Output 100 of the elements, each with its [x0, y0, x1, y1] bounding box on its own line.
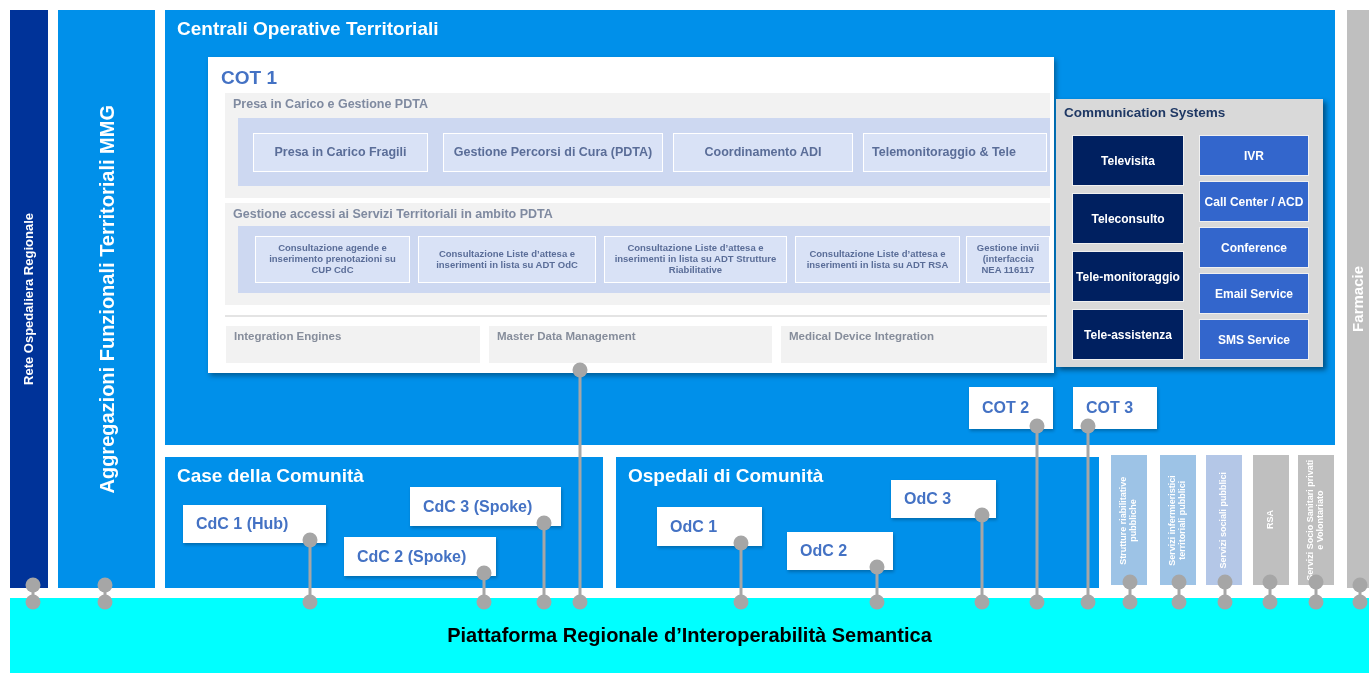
connector-line	[476, 565, 492, 610]
card-title: COT 1	[221, 67, 277, 89]
band-label: Servizi infermieristici territoriali pubblici	[1168, 473, 1188, 568]
function-box	[795, 236, 960, 283]
box-label: Consultazione Liste d’attesa e inserimenti in lista su ADT Strutture Riabilitative	[613, 243, 778, 276]
tile-label: Televisita	[1101, 153, 1155, 168]
facility-label: OdC 2	[800, 542, 848, 560]
connector-line	[536, 515, 552, 610]
platform-label: Piattaforma Regionale d’Interoperabilità Semantica	[447, 624, 932, 647]
box-label: Coordinamento ADI	[704, 145, 822, 160]
service-tile	[1199, 227, 1309, 268]
connector-line	[1308, 574, 1324, 610]
function-box	[604, 236, 787, 283]
connector-line	[97, 577, 113, 610]
connector-line	[1217, 574, 1233, 610]
tile-label: Email Service	[1214, 286, 1294, 301]
connector-line	[1080, 418, 1096, 610]
band-label: Farmacie	[1349, 266, 1367, 332]
facility-box	[657, 507, 762, 546]
box-label: Gestione invii (interfaccia NEA 116117	[975, 243, 1041, 276]
connector-line	[1262, 574, 1278, 610]
facility-box	[787, 532, 893, 570]
facility-box	[891, 480, 996, 518]
tile-label: IVR	[1244, 148, 1264, 163]
tile-label: Tele-assistenza	[1084, 327, 1172, 342]
band-label: Rete Ospedaliera Regionale	[21, 213, 37, 385]
connector-line	[572, 362, 588, 610]
facility-box	[183, 505, 326, 543]
tile-label: Tele-monitoraggio	[1076, 269, 1180, 284]
communication-panel	[1056, 99, 1323, 367]
panel-title: Case della Comunità	[177, 465, 364, 487]
function-box	[255, 236, 410, 283]
connector-line	[1122, 574, 1138, 610]
box-label: Consultazione Liste d’attesa e inserimenti in lista su ADT RSA	[805, 248, 950, 271]
panel-title: Centrali Operative Territoriali	[177, 18, 439, 40]
module-label: Integration Engines	[234, 330, 342, 342]
service-tile	[1072, 309, 1184, 360]
tile-label: Teleconsulto	[1091, 211, 1165, 226]
service-tile	[1072, 193, 1184, 244]
function-box	[966, 236, 1050, 283]
tile-label: Call Center / ACD	[1204, 194, 1304, 209]
function-box	[253, 133, 428, 172]
facility-box	[410, 487, 561, 526]
section-panel	[165, 457, 603, 588]
facility-label: CdC 1 (Hub)	[196, 515, 289, 533]
function-group	[225, 203, 1050, 305]
facility-box	[344, 537, 496, 576]
box-label: Consultazione agende e inserimento prenotazioni su CUP CdC	[268, 243, 397, 276]
vertical-band	[1347, 10, 1369, 588]
tile-label: SMS Service	[1217, 332, 1290, 347]
service-tile	[1072, 135, 1184, 186]
facility-label: OdC 1	[670, 517, 718, 536]
function-group	[225, 93, 1050, 198]
service-tile	[1072, 251, 1184, 302]
band-label: RSA	[1266, 510, 1276, 530]
vertical-band	[10, 10, 48, 588]
vertical-band	[1298, 455, 1334, 585]
vertical-band	[1253, 455, 1289, 585]
connector-line	[869, 559, 885, 610]
connector-line	[1352, 577, 1368, 610]
connector-line	[25, 577, 41, 610]
service-tile	[1199, 319, 1309, 360]
cot-card	[208, 57, 1054, 373]
connector-line	[1029, 418, 1045, 610]
band-label: Aggregazioni Funzionali Territoriali MMG	[95, 104, 118, 494]
group-title: Gestione accessi ai Servizi Territoriali in ambito PDTA	[233, 207, 553, 221]
facility-label: CdC 2 (Spoke)	[357, 547, 467, 566]
facility-box	[969, 387, 1053, 429]
facility-label: CdC 3 (Spoke)	[423, 497, 533, 516]
panel-title: Communication Systems	[1064, 105, 1226, 120]
section-panel	[165, 10, 1335, 445]
function-box	[443, 133, 663, 172]
facility-label: OdC 3	[904, 490, 952, 508]
connector-line	[733, 535, 749, 610]
module-label: Master Data Management	[497, 330, 636, 342]
vertical-band	[1160, 455, 1196, 585]
function-box	[418, 236, 596, 283]
connector-line	[302, 532, 318, 610]
facility-label: COT 3	[1086, 399, 1134, 417]
platform-bar	[10, 598, 1369, 673]
panel-title: Ospedali di Comunità	[628, 465, 824, 487]
vertical-band	[1111, 455, 1147, 585]
vertical-band	[1206, 455, 1242, 585]
band-label: Servizi sociali pubblici	[1219, 471, 1229, 569]
tile-label: Conference	[1221, 240, 1287, 255]
vertical-band	[58, 10, 155, 588]
facility-label: COT 2	[982, 399, 1030, 417]
service-tile	[1199, 135, 1309, 176]
connector-line	[1171, 574, 1187, 610]
facility-box	[1073, 387, 1157, 429]
service-tile	[1199, 273, 1309, 314]
service-tile	[1199, 181, 1309, 222]
function-box	[673, 133, 853, 172]
box-label: Gestione Percorsi di Cura (PDTA)	[453, 145, 653, 160]
connector-line	[974, 507, 990, 610]
band-label: Strutture riabilitative pubbliche	[1119, 475, 1139, 567]
box-label: Telemonitoraggio & Tele	[872, 145, 1016, 160]
section-panel	[616, 457, 1099, 588]
module-label: Medical Device Integration	[789, 330, 935, 342]
group-title: Presa in Carico e Gestione PDTA	[233, 97, 428, 111]
